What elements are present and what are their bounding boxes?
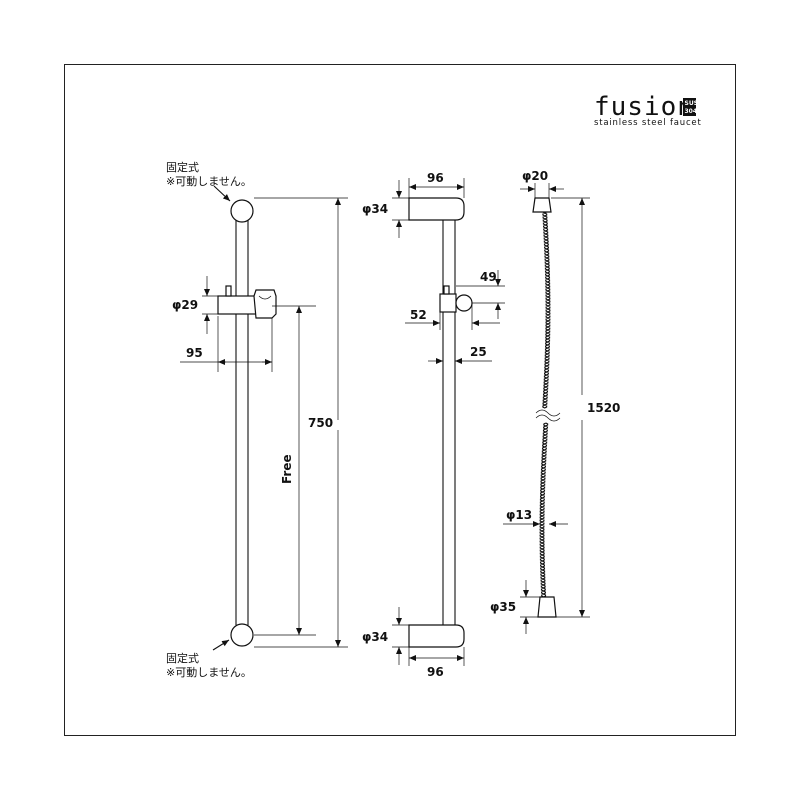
front-view: 固定式 ※可動しません。 固定式 ※可動しません。 φ29 95 Free 75… (166, 160, 348, 679)
front-top-ball (230, 199, 254, 223)
side-holder-cradle (455, 294, 473, 312)
dim-side-top-width: 96 (427, 171, 444, 185)
hose-break-mark (535, 409, 561, 417)
side-top-bracket (408, 197, 465, 221)
logo-brand-text: fusion (594, 92, 694, 122)
front-bottom-ball (230, 623, 254, 647)
front-bottom-note-line1: 固定式 (166, 651, 199, 665)
front-holder-cradle (253, 289, 277, 319)
dim-side-holder-depth: 52 (410, 308, 427, 322)
logo-badge-top: SUS (685, 100, 699, 107)
hose-lower-coil (539, 422, 549, 598)
dim-side-bar-offset: 25 (470, 345, 487, 359)
dim-hose-bottom-dia: φ35 (490, 600, 516, 614)
dim-front-free: Free (280, 454, 294, 484)
hose-upper-coil (542, 211, 551, 409)
logo-badge (683, 98, 696, 116)
hose-top-fitting (532, 197, 552, 213)
side-view: 96 φ34 49 52 25 φ34 (362, 171, 505, 679)
front-holder-knob (225, 285, 232, 297)
side-holder-knob (443, 285, 450, 295)
front-top-note-line2: ※可動しません。 (166, 174, 252, 188)
hose-bottom-fitting (537, 596, 557, 618)
brand-logo: fusion SUS 304 stainless steel faucet (594, 92, 702, 128)
dim-front-total-height: 750 (308, 416, 333, 430)
front-top-note-arrow (213, 185, 231, 202)
dim-hose-dia: φ13 (506, 508, 532, 522)
dim-side-bottom-dia: φ34 (362, 630, 388, 644)
dim-side-holder-height: 49 (480, 270, 497, 284)
hose-break-mark-2 (535, 414, 561, 422)
side-holder-block (439, 293, 457, 313)
dim-front-holder-width: 95 (186, 346, 203, 360)
front-holder-cradle-curve (258, 295, 272, 300)
dim-hose-top-dia: φ20 (522, 169, 548, 183)
dim-side-bottom-width: 96 (427, 665, 444, 679)
front-bottom-note-line2: ※可動しません。 (166, 665, 252, 679)
hose-view: φ20 1520 φ13 φ35 (490, 169, 620, 634)
logo-tagline: stainless steel faucet (594, 118, 702, 128)
dim-front-holder-dia: φ29 (172, 298, 198, 312)
dim-hose-length: 1520 (587, 401, 620, 415)
front-bottom-note-arrow (212, 639, 230, 651)
logo-badge-bottom: 304 (685, 108, 698, 115)
drawing-frame (64, 64, 736, 736)
dim-side-top-dia: φ34 (362, 202, 388, 216)
side-bottom-bracket (408, 624, 465, 648)
front-top-note-line1: 固定式 (166, 160, 199, 174)
